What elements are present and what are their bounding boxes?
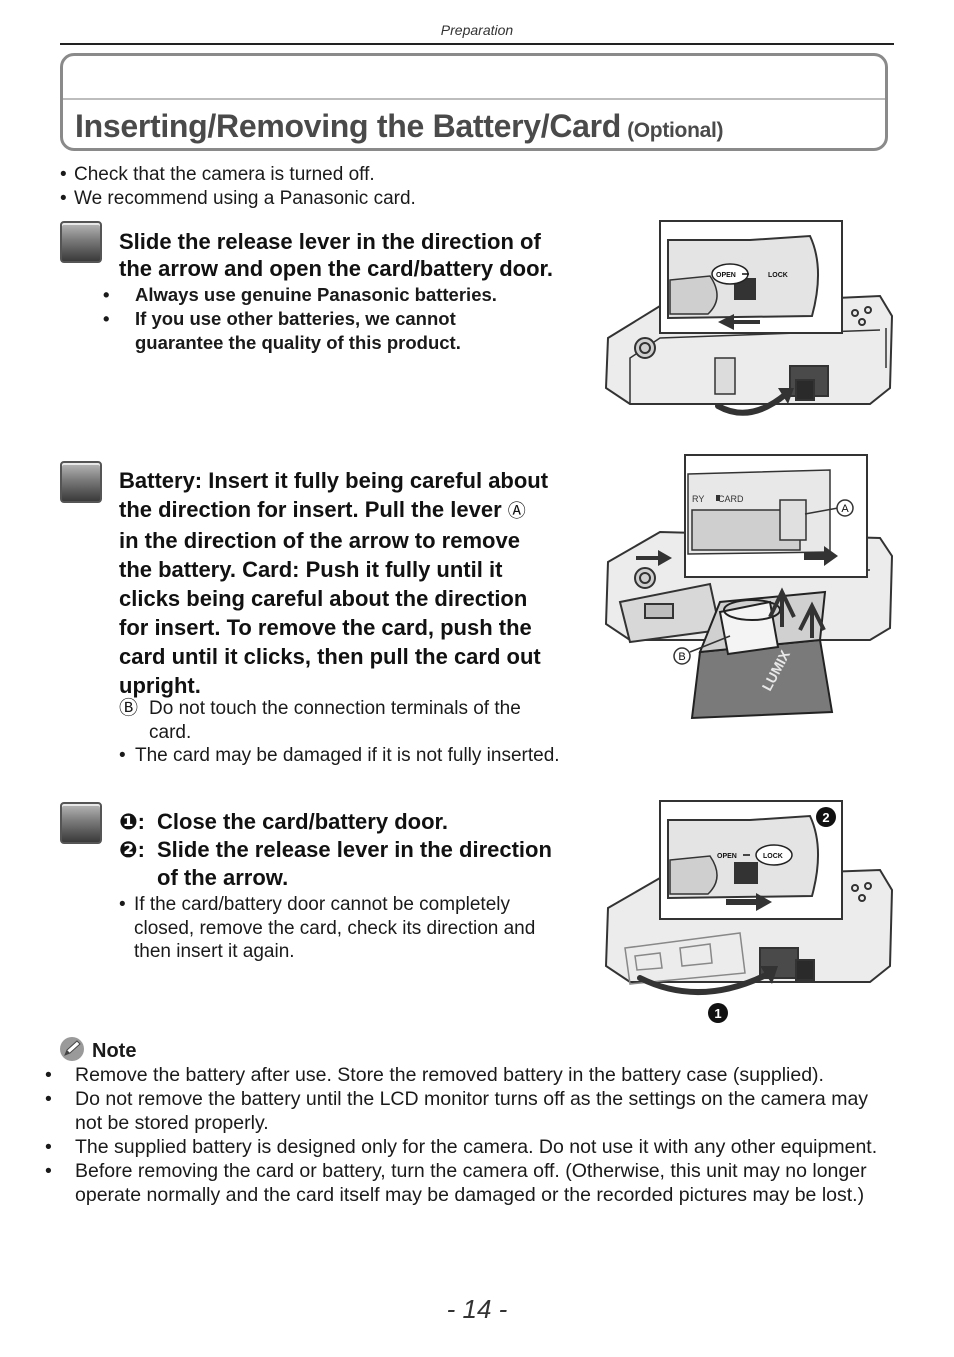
note-item: •Before removing the card or battery, tu… <box>45 1160 867 1206</box>
step-3-num-2: ❷: <box>119 837 145 862</box>
note-item: •The supplied battery is designed only f… <box>45 1136 878 1158</box>
page-title-optional: (Optional) <box>627 119 724 142</box>
label-b: B <box>678 651 685 663</box>
step-3-illustration: OPEN LOCK 2 1 <box>604 800 894 1023</box>
figure-num-2: 2 <box>822 810 829 825</box>
figure-num-1: 1 <box>714 1006 721 1021</box>
step-2-illustration: LUMIX RY CARD A B <box>604 454 894 720</box>
header-rule <box>60 43 894 45</box>
note-item: •Remove the battery after use. Store the… <box>45 1064 824 1086</box>
open-label: OPEN <box>716 272 736 279</box>
page-title-main: Inserting/Removing the Battery/Card <box>75 108 622 144</box>
step-3-notes: •If the card/battery door cannot be comp… <box>119 894 536 962</box>
intro-item: •We recommend using a Panasonic card. <box>60 188 416 209</box>
note-pencil-icon <box>60 1037 84 1061</box>
step-3-num-1: ❶: <box>119 809 145 834</box>
inset-card-label: CARD <box>718 494 744 504</box>
lock-label: LOCK <box>763 853 783 860</box>
label-a: A <box>841 503 849 515</box>
step-2-heading: Battery: Insert it fully being careful a… <box>119 468 549 698</box>
step-1-illustration: OPEN LOCK <box>604 220 894 416</box>
step-2-marker <box>60 461 102 503</box>
step-1-marker <box>60 221 102 263</box>
open-label: OPEN <box>717 853 737 860</box>
note-list: •Remove the battery after use. Store the… <box>45 1063 900 1207</box>
title-box: Inserting/Removing the Battery/Card(Opti… <box>60 53 888 151</box>
lever-ref-a: Ⓐ <box>507 501 526 521</box>
section-header: Preparation <box>440 22 514 38</box>
intro-item: •Check that the camera is turned off. <box>60 164 375 185</box>
step-1-heading: Slide the release lever in the direction… <box>119 229 553 281</box>
lock-label: LOCK <box>768 272 788 279</box>
note-ref-b: Ⓑ <box>119 698 139 719</box>
note-label: Note <box>92 1040 137 1062</box>
page-title: Inserting/Removing the Battery/Card(Opti… <box>75 108 724 145</box>
step-1-notes: •Always use genuine Panasonic batteries.… <box>103 284 497 353</box>
step-3-heading: ❶:Close the card/battery door. ❷:Slide t… <box>119 809 552 890</box>
title-box-divider <box>63 98 885 100</box>
page-number: - 14 - <box>446 1294 508 1324</box>
note-item: •Do not remove the battery until the LCD… <box>45 1088 869 1134</box>
inset-ry-label: RY <box>692 494 704 504</box>
step-3-marker <box>60 802 102 844</box>
